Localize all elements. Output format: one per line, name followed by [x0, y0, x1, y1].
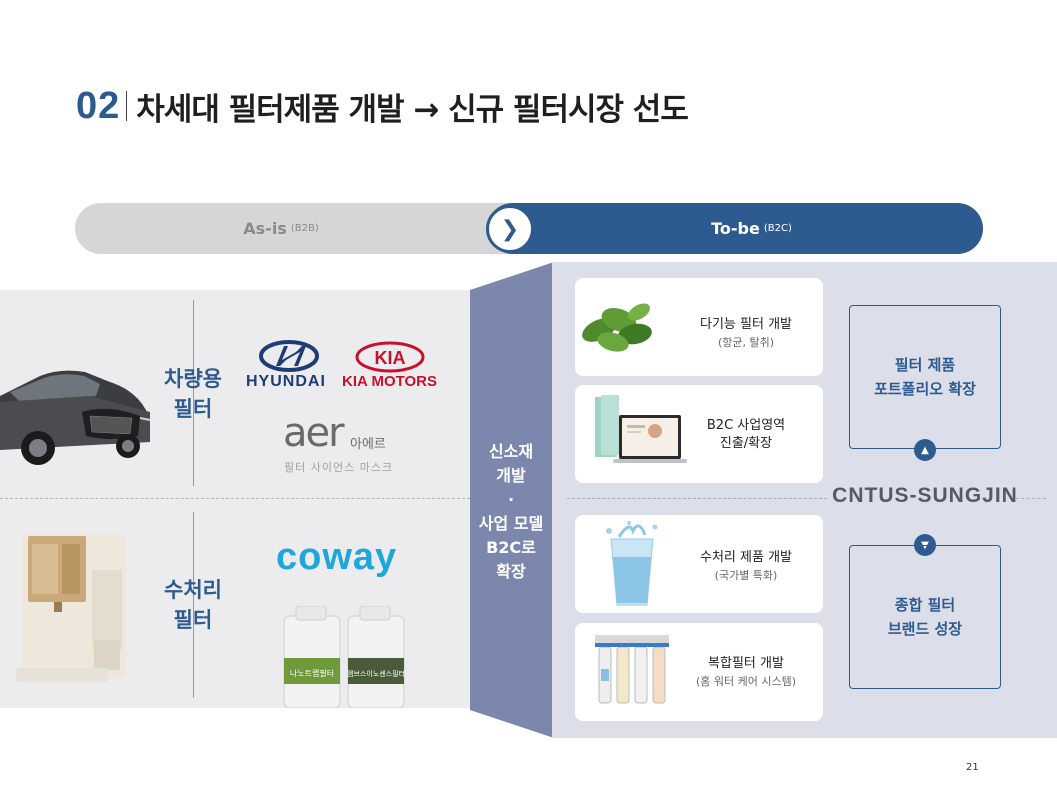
- card-multifunction-filter: 다기능 필터 개발 (항균, 탈취): [575, 278, 823, 376]
- band-line: 신소재: [466, 440, 556, 464]
- category-line: 수처리: [153, 575, 233, 605]
- car-image: [0, 362, 152, 468]
- goal-line: 포트폴리오 확장: [874, 377, 976, 401]
- right-divider: [567, 498, 827, 499]
- band-line: B2C로: [466, 536, 556, 560]
- band-label: 신소재 개발 · 사업 모델 B2C로 확장: [466, 440, 556, 584]
- card-title-line: B2C 사업영역: [691, 417, 801, 435]
- page-title: 02 차세대 필터제품 개발 → 신규 필터시장 선도: [76, 84, 688, 128]
- card-b2c-business: B2C 사업영역 진출/확장: [575, 385, 823, 483]
- tobe-sub: (B2C): [764, 223, 792, 234]
- card-title-line: 진출/확장: [691, 435, 801, 453]
- chevron-up-icon: ▲: [914, 439, 936, 461]
- tobe-label: To-be (B2C): [520, 203, 983, 254]
- category-line: 필터: [153, 394, 233, 424]
- card-title: 다기능 필터 개발: [691, 316, 801, 334]
- asis-label: As-is (B2B): [75, 203, 487, 254]
- card-title: 복합필터 개발: [691, 655, 801, 673]
- goal-brand-growth: 종합 필터 브랜드 성장: [849, 545, 1001, 689]
- goal-line: 브랜드 성장: [888, 617, 962, 641]
- hyundai-wordmark: HYUNDAI: [246, 373, 326, 391]
- kia-mark-text: KIA: [375, 348, 406, 368]
- aer-korean: 아에르: [350, 433, 386, 452]
- tobe-text: To-be: [711, 219, 760, 238]
- chevron-right-icon: ❯: [486, 205, 534, 253]
- mint-leaves-image: [577, 290, 659, 358]
- kia-wordmark: KIA MOTORS: [342, 373, 437, 390]
- asis-text: As-is: [243, 219, 287, 238]
- filter-system-image: [589, 629, 675, 715]
- card-water-treatment: 수처리 제품 개발 (국가별 특화): [575, 515, 823, 613]
- category-vehicle-filter: 차량용 필터: [153, 364, 233, 424]
- kia-logo-icon: KIA: [354, 340, 426, 374]
- category-line: 차량용: [153, 364, 233, 394]
- goal-line: 종합 필터: [888, 593, 962, 617]
- band-line: 확장: [466, 560, 556, 584]
- coway-logo: coway: [276, 536, 397, 579]
- aer-subtitle: 필터 사이언스 마스크: [284, 459, 393, 475]
- section-number: 02: [76, 85, 120, 128]
- band-line: ·: [466, 488, 556, 512]
- filter1-label: 나노트랩필터: [290, 668, 334, 678]
- card-title: B2C 사업영역 진출/확장: [691, 417, 801, 453]
- left-divider: [0, 498, 470, 499]
- aer-logo: aer: [283, 413, 343, 453]
- water-glass-image: [599, 517, 665, 611]
- water-purifier-image: [14, 530, 130, 686]
- laptop-image: [593, 393, 687, 473]
- card-subtitle: (홈 워터 케어 시스템): [681, 673, 811, 689]
- title-separator: [126, 91, 127, 121]
- card-subtitle: (국가별 특화): [686, 567, 806, 583]
- title-text: 차세대 필터제품 개발 → 신규 필터시장 선도: [136, 84, 688, 129]
- filter2-label: 멤브스이노센스필터: [347, 669, 405, 678]
- category-line: 필터: [153, 605, 233, 635]
- card-composite-filter: 복합필터 개발 (홈 워터 케어 시스템): [575, 623, 823, 721]
- category-water-filter: 수처리 필터: [153, 575, 233, 635]
- page-number: 21: [966, 762, 979, 773]
- band-line: 사업 모델: [466, 512, 556, 536]
- water-filters-image: 나노트랩필터 멤브스이노센스필터: [282, 606, 406, 708]
- goal-portfolio-expansion: 필터 제품 포트폴리오 확장: [849, 305, 1001, 449]
- right-divider: [1016, 498, 1046, 499]
- goal-line: 필터 제품: [874, 353, 976, 377]
- asis-sub: (B2B): [291, 223, 319, 234]
- company-brand: CNTUS-SUNGJIN: [830, 484, 1020, 508]
- card-title: 수처리 제품 개발: [691, 549, 801, 567]
- card-subtitle: (항균, 탈취): [686, 334, 806, 350]
- band-line: 개발: [466, 464, 556, 488]
